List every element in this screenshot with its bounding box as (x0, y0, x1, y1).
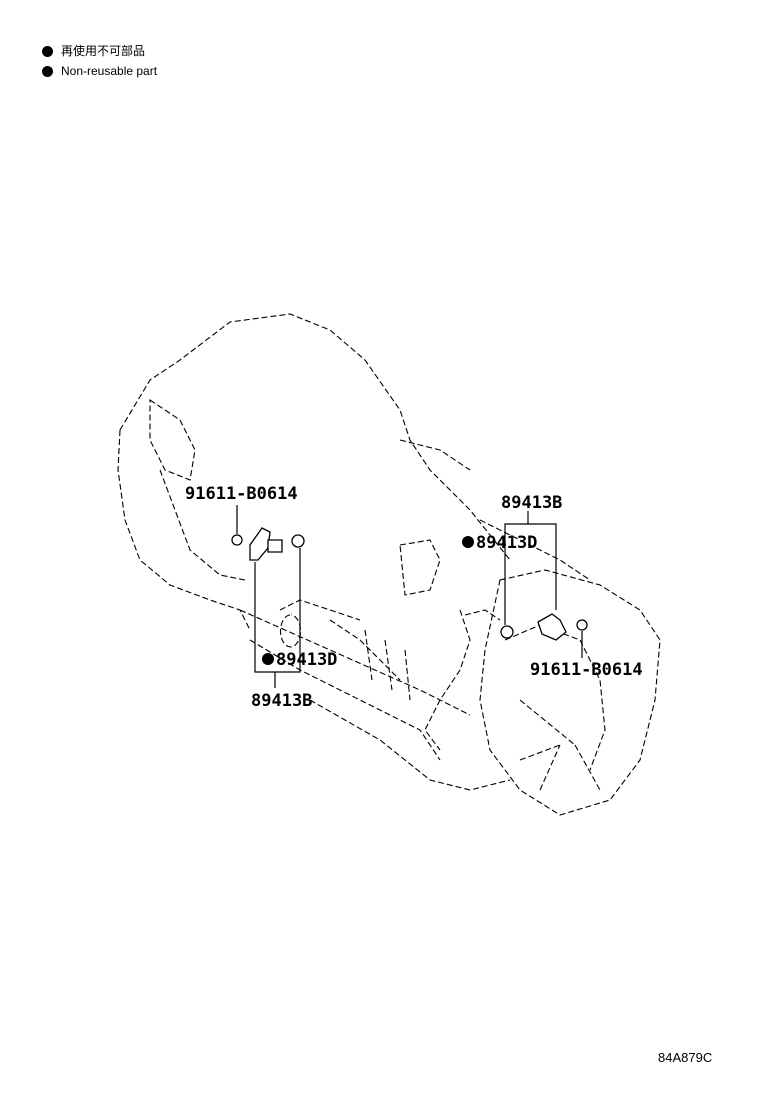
oring-right-icon (500, 625, 514, 639)
oring-left-icon (291, 534, 305, 548)
left-speed-sensor (231, 527, 305, 561)
legend-row-en: Non-reusable part (42, 61, 157, 81)
label-bolt-left: 91611-B0614 (185, 484, 298, 504)
bullet-dot-icon (42, 45, 53, 57)
bullet-dot-icon (42, 65, 53, 77)
legend: 再使用不可部品 Non-reusable part (42, 41, 157, 81)
right-speed-sensor (500, 613, 588, 641)
label-oring-left: 89413D (276, 650, 337, 670)
label-oring-right: 89413D (476, 533, 537, 553)
legend-text-jp: 再使用不可部品 (61, 44, 146, 58)
legend-text-en: Non-reusable part (61, 64, 158, 78)
sensor-right-icon (537, 613, 567, 641)
non-reusable-dot-icon (262, 653, 274, 665)
non-reusable-dot-icon (462, 536, 474, 548)
transmission-outline (117, 313, 661, 816)
label-sensor-right: 89413B (501, 493, 562, 513)
bolt-left-icon (231, 534, 243, 546)
label-bolt-right: 91611-B0614 (530, 660, 643, 680)
bolt-right-icon (576, 619, 588, 631)
legend-row-jp: 再使用不可部品 (42, 41, 157, 61)
sensor-left-icon (249, 527, 271, 561)
label-sensor-left: 89413B (251, 691, 312, 711)
figure-code: 84A879C (658, 1050, 713, 1065)
